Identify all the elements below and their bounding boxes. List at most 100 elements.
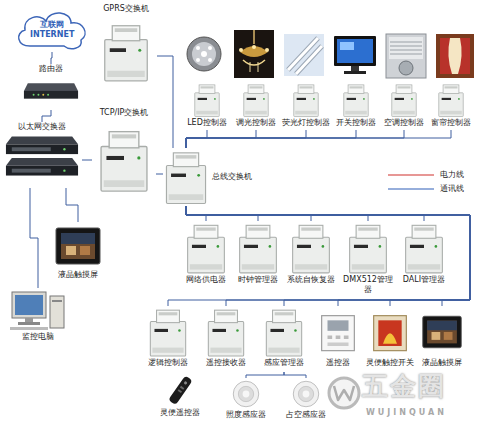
device-icon	[369, 306, 411, 358]
device-label: 以太网交换器	[18, 122, 66, 132]
curtain-window-photo	[436, 34, 474, 78]
legend-row: 电力线	[388, 170, 464, 180]
device-icon	[24, 91, 78, 99]
device-icon	[317, 306, 359, 358]
device-icon	[10, 327, 48, 330]
device-icon	[350, 237, 387, 273]
cloud-node: 互联网 INTERNET	[12, 4, 92, 52]
device-label: 照度感应器	[226, 410, 266, 420]
device-icon	[289, 378, 323, 410]
device-icon	[328, 343, 349, 347]
bus-device: 感应管理器	[258, 306, 310, 372]
device-icon	[12, 292, 46, 318]
fluorescent-tube-photo	[284, 34, 324, 76]
device-icon	[18, 322, 40, 325]
air-conditioner-photo	[418, 20, 424, 21]
device-icon	[336, 82, 376, 118]
device-icon	[147, 306, 189, 358]
device-icon	[229, 378, 263, 410]
device-label: 荧光灯控制器	[282, 118, 330, 128]
device-icon	[4, 132, 80, 184]
device-icon	[137, 156, 140, 159]
device-label: 互联网 INTERNET	[30, 20, 74, 40]
router: 路由器	[20, 64, 82, 110]
device-icon	[205, 306, 247, 358]
device-icon	[196, 227, 215, 230]
device-label: 逻辑控制器	[148, 358, 188, 368]
device-icon	[152, 348, 183, 353]
device-icon	[138, 49, 141, 52]
led-lamp-photo	[201, 51, 207, 57]
device-icon	[159, 312, 178, 315]
manager-module: DMX512管理器	[340, 221, 396, 289]
device-icon	[286, 82, 326, 118]
device-icon	[22, 74, 80, 104]
device-icon	[383, 333, 397, 344]
device-icon	[8, 288, 68, 332]
device-icon	[431, 82, 471, 118]
device-icon	[393, 111, 415, 115]
bus-device: 遥控器	[312, 306, 364, 372]
device-icon	[250, 86, 263, 88]
device-icon	[101, 147, 147, 192]
device-icon	[194, 225, 218, 238]
device-icon	[47, 94, 49, 96]
bus-wire	[186, 206, 470, 306]
curtain-window-photo	[458, 38, 470, 74]
led-lamp-photo	[208, 58, 212, 62]
bus-wire	[284, 372, 306, 378]
device-icon	[248, 85, 264, 94]
device-icon	[350, 86, 363, 88]
chandelier-photo	[252, 45, 256, 49]
device-icon	[263, 98, 265, 100]
device-icon	[247, 98, 256, 100]
watermark-logo	[329, 378, 359, 408]
controller-module: 调光控制器	[231, 82, 281, 130]
device-icon	[171, 174, 186, 177]
ethernet-switch: 以太网交换器	[2, 122, 82, 188]
device-icon	[61, 233, 95, 244]
manager-module: 时钟管理器	[230, 221, 286, 289]
device-icon	[328, 336, 333, 340]
device-icon	[402, 221, 446, 275]
device-icon	[205, 306, 247, 358]
tv-photo	[334, 36, 376, 74]
device-icon	[104, 180, 145, 187]
device-label: 监控电脑	[22, 332, 54, 342]
watermark-logo	[329, 378, 359, 408]
bus-wire	[186, 206, 206, 221]
device-icon	[421, 306, 463, 358]
bus-wire	[186, 206, 470, 306]
device-icon	[101, 14, 151, 90]
device-icon	[80, 246, 90, 255]
device-icon	[192, 245, 206, 248]
device-icon	[173, 153, 198, 167]
curtain-window-photo	[436, 34, 474, 78]
device-icon	[378, 320, 401, 346]
bus-wire	[186, 130, 256, 148]
device-icon	[97, 118, 151, 202]
device-icon	[369, 306, 411, 358]
device-icon	[63, 148, 65, 150]
legend-line-sample	[388, 174, 434, 175]
device-icon	[42, 94, 44, 96]
bus-wire	[82, 160, 92, 161]
device-icon	[396, 85, 412, 94]
device-icon	[293, 381, 319, 407]
sensor: 占空感应器	[278, 378, 334, 424]
device-icon	[106, 156, 124, 160]
device-icon	[298, 85, 314, 94]
air-conditioner-photo	[399, 61, 413, 75]
device-icon	[236, 221, 280, 275]
device-icon	[147, 306, 189, 358]
device-icon	[199, 85, 215, 94]
legend-text: 电力线	[440, 170, 464, 180]
air-conditioner-photo	[386, 34, 426, 78]
device-icon	[97, 118, 151, 202]
chandelier-photo	[239, 48, 243, 52]
device-label: 灵便遥控器	[160, 408, 200, 418]
device-icon	[440, 111, 462, 115]
device-icon	[411, 98, 413, 100]
bus-wire	[186, 206, 424, 221]
device-icon	[270, 329, 284, 332]
